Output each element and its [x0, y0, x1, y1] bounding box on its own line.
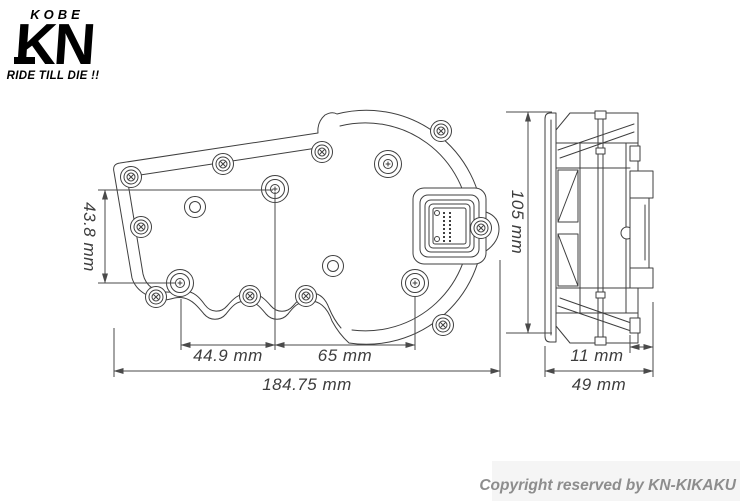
pilot-hole [184, 196, 206, 218]
dim-bolt-spacing-right-label: 65 mm [318, 346, 372, 365]
logo-city-text: KOBE [30, 7, 84, 22]
dimensions: 43.8 mm 44.9 mm 65 mm 184.75 mm 105 mm 1… [80, 111, 654, 394]
case-screw [130, 216, 152, 238]
case-screw [145, 286, 167, 308]
dim-connector-depth-label: 11 mm [570, 346, 623, 365]
dimension-bolt-spacing: 44.9 mm 65 mm [180, 192, 416, 365]
side-connector-stack [620, 145, 654, 334]
dimension-overall-height: 105 mm [506, 111, 552, 334]
front-view [113, 109, 500, 345]
pilot-hole [322, 255, 344, 277]
front-outline [113, 109, 484, 345]
scallop-inner-line [149, 287, 342, 329]
case-screw [432, 314, 454, 336]
logo-monogram-text: KN [13, 12, 95, 77]
connector-latch-bottom [434, 236, 440, 242]
dim-overall-height-label: 105 mm [508, 190, 527, 254]
dimension-front-height: 43.8 mm [80, 189, 273, 284]
dim-bolt-spacing-left-label: 44.9 mm [193, 346, 263, 365]
case-screw [470, 217, 492, 239]
dim-overall-width-label: 184.75 mm [262, 375, 352, 394]
case-screw [239, 285, 261, 307]
case-screw [295, 285, 317, 307]
mounting-bolt [401, 269, 429, 297]
case-screw [120, 166, 142, 188]
side-top-chamfer-lines [557, 123, 635, 159]
case-screw [212, 153, 234, 175]
logo-k-foot-shape [14, 57, 35, 64]
dimension-connector-depth: 11 mm [570, 302, 654, 377]
connector-latch-top [434, 210, 440, 216]
mounting-bolt [374, 150, 402, 178]
side-view [544, 110, 654, 346]
connector-pins [443, 212, 451, 242]
case-screw [430, 120, 452, 142]
dim-front-height-label: 43.8 mm [80, 202, 99, 272]
dim-overall-depth-label: 49 mm [572, 375, 626, 394]
case-screw [311, 141, 333, 163]
logo-tagline-text: RIDE TILL DIE !! [7, 70, 100, 82]
right-tab [485, 211, 500, 252]
brand-logo: KOBE KN RIDE TILL DIE !! [7, 7, 100, 82]
side-bottom-chamfer-lines [557, 297, 635, 333]
copyright-text: Copyright reserved by KN-KIKAKU [479, 477, 736, 494]
dimension-overall-depth: 49 mm [544, 346, 654, 394]
copyright-panel [492, 461, 740, 501]
dimension-overall-width: 184.75 mm [113, 260, 501, 394]
